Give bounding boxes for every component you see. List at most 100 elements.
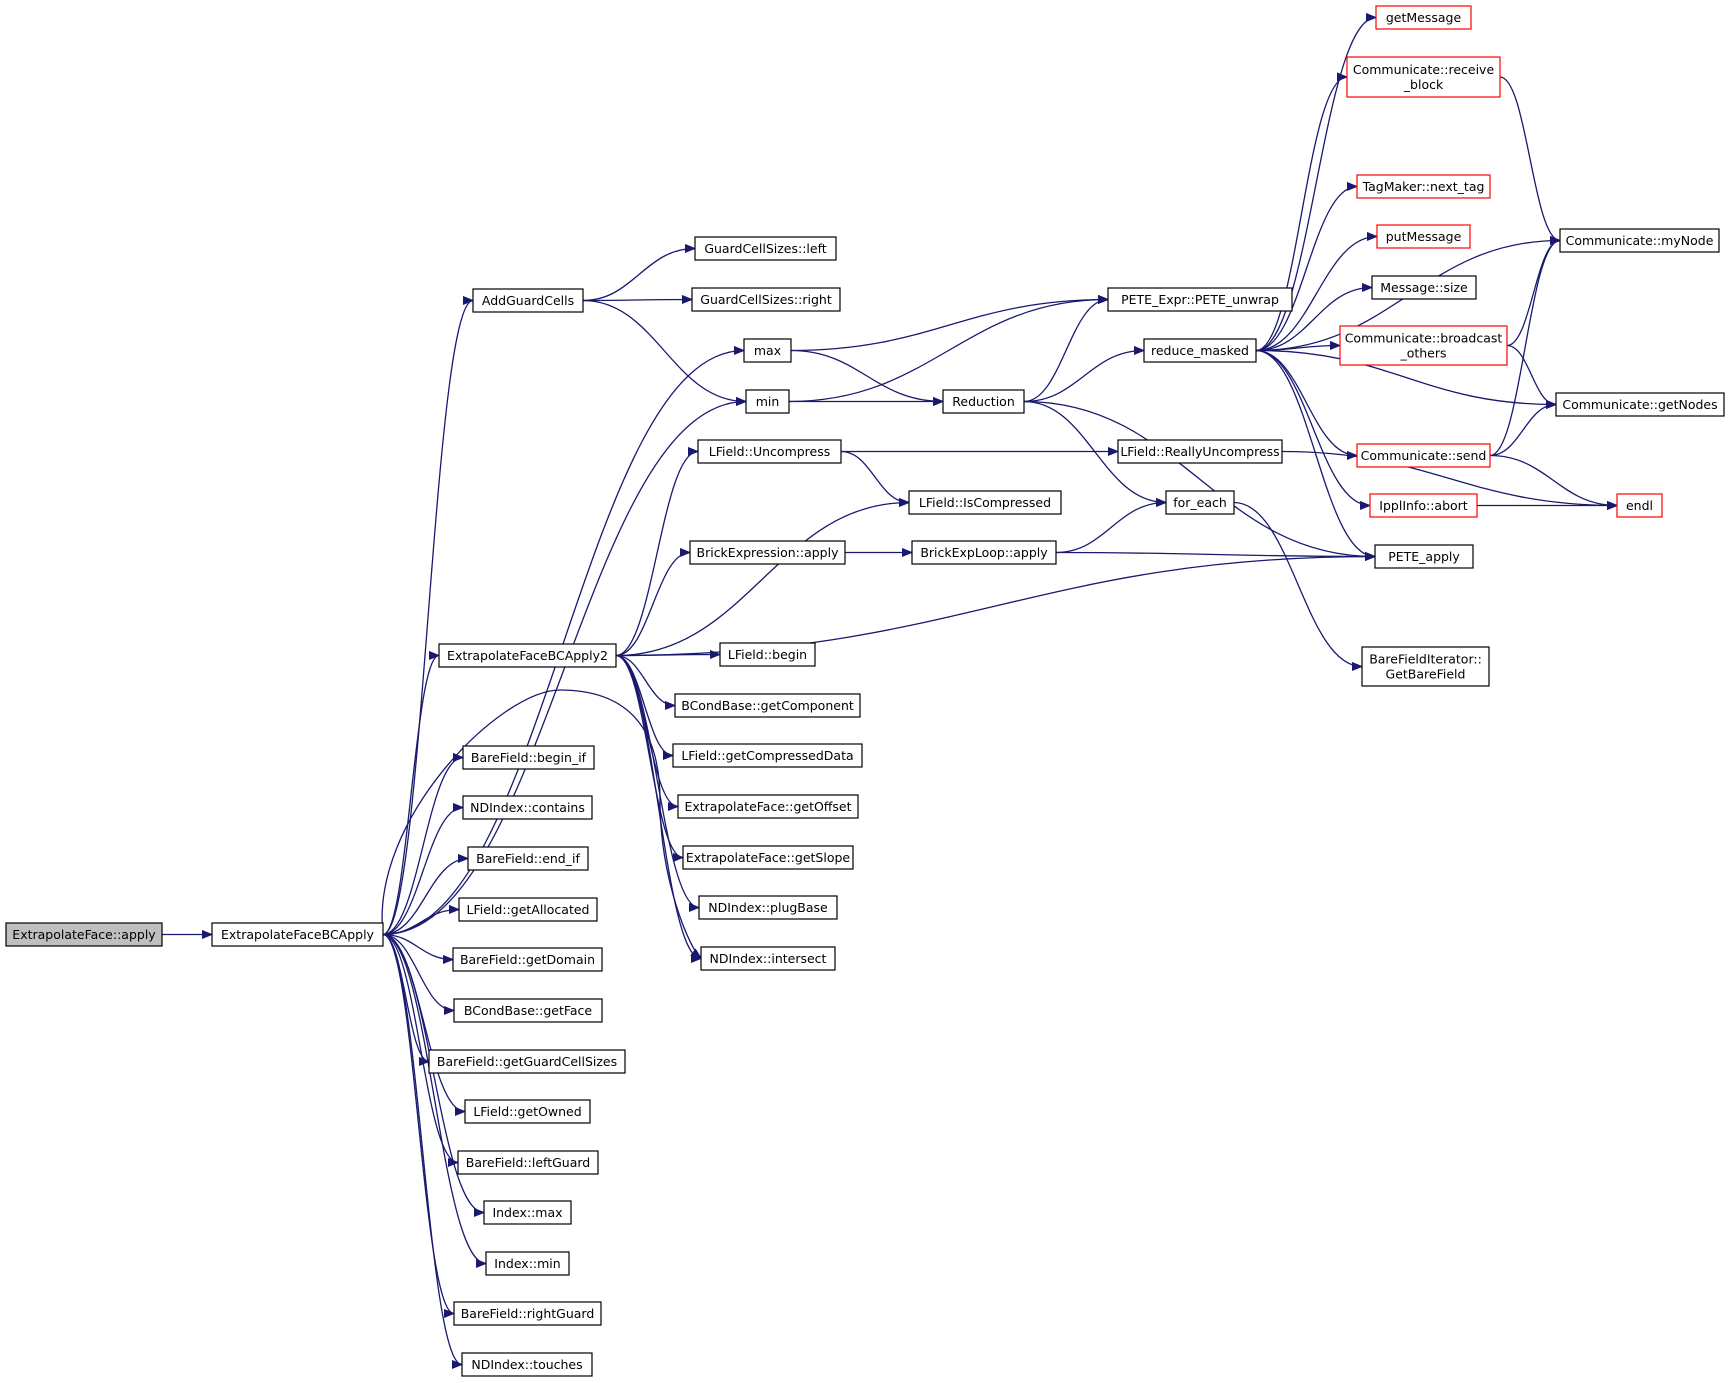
node-box[interactable] — [1374, 544, 1474, 569]
node-box[interactable] — [743, 338, 792, 363]
node-ndindex-plugbase[interactable]: NDIndex::plugBase — [698, 895, 838, 920]
node-guardcellsizes-left[interactable]: GuardCellSizes::left — [694, 236, 837, 261]
node-box[interactable] — [719, 642, 816, 667]
node-extrapolatefacebcapply2[interactable]: ExtrapolateFaceBCApply2 — [438, 643, 617, 668]
node-communicate-getnodes[interactable]: Communicate::getNodes — [1555, 392, 1725, 417]
node-communicate-send[interactable]: Communicate::send — [1356, 443, 1491, 468]
node-box[interactable] — [453, 1301, 602, 1326]
node-box[interactable] — [438, 643, 617, 668]
node-communicate-receive-block[interactable]: Communicate::receive_block — [1346, 56, 1501, 98]
node-barefield-rightguard[interactable]: BareField::rightGuard — [453, 1301, 602, 1326]
node-lfield-getcompresseddata[interactable]: LField::getCompressedData — [672, 743, 863, 768]
node-box[interactable] — [1143, 338, 1257, 363]
node-box[interactable] — [682, 845, 854, 870]
node-box[interactable] — [1555, 392, 1725, 417]
node-lfield-begin[interactable]: LField::begin — [719, 642, 816, 667]
node-box[interactable] — [745, 389, 790, 414]
node-tagmaker-next-tag[interactable]: TagMaker::next_tag — [1356, 174, 1491, 199]
node-lfield-getallocated[interactable]: LField::getAllocated — [458, 897, 598, 922]
node-box[interactable] — [1165, 490, 1235, 515]
node-box[interactable] — [462, 795, 593, 820]
node-lfield-reallyuncompress[interactable]: LField::ReallyUncompress — [1117, 439, 1283, 464]
node-getmessage[interactable]: getMessage — [1375, 5, 1472, 30]
node-box[interactable] — [457, 1150, 599, 1175]
node-box[interactable] — [697, 439, 842, 464]
node-box[interactable] — [698, 895, 838, 920]
node-communicate-broadcast-others[interactable]: Communicate::broadcast_others — [1339, 325, 1508, 366]
node-box[interactable] — [908, 490, 1062, 515]
node-box[interactable] — [689, 540, 846, 565]
node-box[interactable] — [452, 947, 603, 972]
node-box[interactable] — [694, 236, 837, 261]
node-box[interactable] — [1107, 287, 1293, 312]
node-bcondbase-getface[interactable]: BCondBase::getFace — [453, 998, 603, 1023]
node-box[interactable] — [1616, 493, 1663, 518]
node-box[interactable] — [428, 1049, 626, 1074]
node-barefield-end-if[interactable]: BareField::end_if — [467, 846, 589, 871]
node-communicate-mynode[interactable]: Communicate::myNode — [1559, 228, 1720, 253]
node-index-min[interactable]: Index::min — [485, 1251, 570, 1276]
node-box[interactable] — [1356, 174, 1491, 199]
node-box[interactable] — [700, 946, 836, 971]
node-lfield-uncompress[interactable]: LField::Uncompress — [697, 439, 842, 464]
node-barefield-getguardcellsizes[interactable]: BareField::getGuardCellSizes — [428, 1049, 626, 1074]
node-message-size[interactable]: Message::size — [1371, 275, 1477, 300]
node-box[interactable] — [1559, 228, 1720, 253]
node-extrapolateface-getoffset[interactable]: ExtrapolateFace::getOffset — [677, 794, 859, 819]
node-ipplinfo-abort[interactable]: IpplInfo::abort — [1369, 493, 1478, 518]
node-box[interactable] — [1375, 5, 1472, 30]
node-box[interactable] — [464, 1099, 591, 1124]
node-box[interactable] — [1376, 224, 1471, 249]
node-box[interactable] — [911, 540, 1057, 565]
node-box[interactable] — [942, 389, 1025, 414]
node-box[interactable] — [1361, 646, 1490, 687]
node-box[interactable] — [674, 693, 861, 718]
node-brickexploop-apply[interactable]: BrickExpLoop::apply — [911, 540, 1057, 565]
node-box[interactable] — [1369, 493, 1478, 518]
node-extrapolateface-apply[interactable]: ExtrapolateFace::apply — [5, 922, 163, 947]
node-ndindex-intersect[interactable]: NDIndex::intersect — [700, 946, 836, 971]
node-box[interactable] — [1339, 325, 1508, 366]
node-box[interactable] — [1356, 443, 1491, 468]
node-box[interactable] — [467, 846, 589, 871]
node-pete-apply[interactable]: PETE_apply — [1374, 544, 1474, 569]
node-box[interactable] — [691, 287, 841, 312]
node-box[interactable] — [485, 1251, 570, 1276]
node-box[interactable] — [453, 998, 603, 1023]
node-box[interactable] — [1346, 56, 1501, 98]
node-brickexpression-apply[interactable]: BrickExpression::apply — [689, 540, 846, 565]
node-extrapolateface-getslope[interactable]: ExtrapolateFace::getSlope — [682, 845, 854, 870]
node-box[interactable] — [1117, 439, 1283, 464]
node-ndindex-contains[interactable]: NDIndex::contains — [462, 795, 593, 820]
node-barefield-leftguard[interactable]: BareField::leftGuard — [457, 1150, 599, 1175]
node-reduction[interactable]: Reduction — [942, 389, 1025, 414]
node-box[interactable] — [1371, 275, 1477, 300]
node-box[interactable] — [483, 1200, 572, 1225]
node-reduce-masked[interactable]: reduce_masked — [1143, 338, 1257, 363]
node-endl[interactable]: endl — [1616, 493, 1663, 518]
node-addguardcells[interactable]: AddGuardCells — [472, 288, 584, 313]
node-box[interactable] — [472, 288, 584, 313]
node-min[interactable]: min — [745, 389, 790, 414]
node-lfield-getowned[interactable]: LField::getOwned — [464, 1099, 591, 1124]
node-box[interactable] — [672, 743, 863, 768]
node-bcondbase-getcomponent[interactable]: BCondBase::getComponent — [674, 693, 861, 718]
node-index-max[interactable]: Index::max — [483, 1200, 572, 1225]
node-guardcellsizes-right[interactable]: GuardCellSizes::right — [691, 287, 841, 312]
node-box[interactable] — [211, 922, 384, 947]
node-box[interactable] — [458, 897, 598, 922]
node-barefielditerator-getbarefield[interactable]: BareFieldIterator::GetBareField — [1361, 646, 1490, 687]
node-box[interactable] — [462, 745, 595, 770]
node-max[interactable]: max — [743, 338, 792, 363]
node-pete-expr-pete-unwrap[interactable]: PETE_Expr::PETE_unwrap — [1107, 287, 1293, 312]
node-barefield-getdomain[interactable]: BareField::getDomain — [452, 947, 603, 972]
node-box[interactable] — [461, 1352, 593, 1377]
node-box[interactable] — [5, 922, 163, 947]
node-putmessage[interactable]: putMessage — [1376, 224, 1471, 249]
node-barefield-begin-if[interactable]: BareField::begin_if — [462, 745, 595, 770]
node-for-each[interactable]: for_each — [1165, 490, 1235, 515]
node-lfield-iscompressed[interactable]: LField::IsCompressed — [908, 490, 1062, 515]
node-extrapolatefacebcapply[interactable]: ExtrapolateFaceBCApply — [211, 922, 384, 947]
node-box[interactable] — [677, 794, 859, 819]
node-ndindex-touches[interactable]: NDIndex::touches — [461, 1352, 593, 1377]
